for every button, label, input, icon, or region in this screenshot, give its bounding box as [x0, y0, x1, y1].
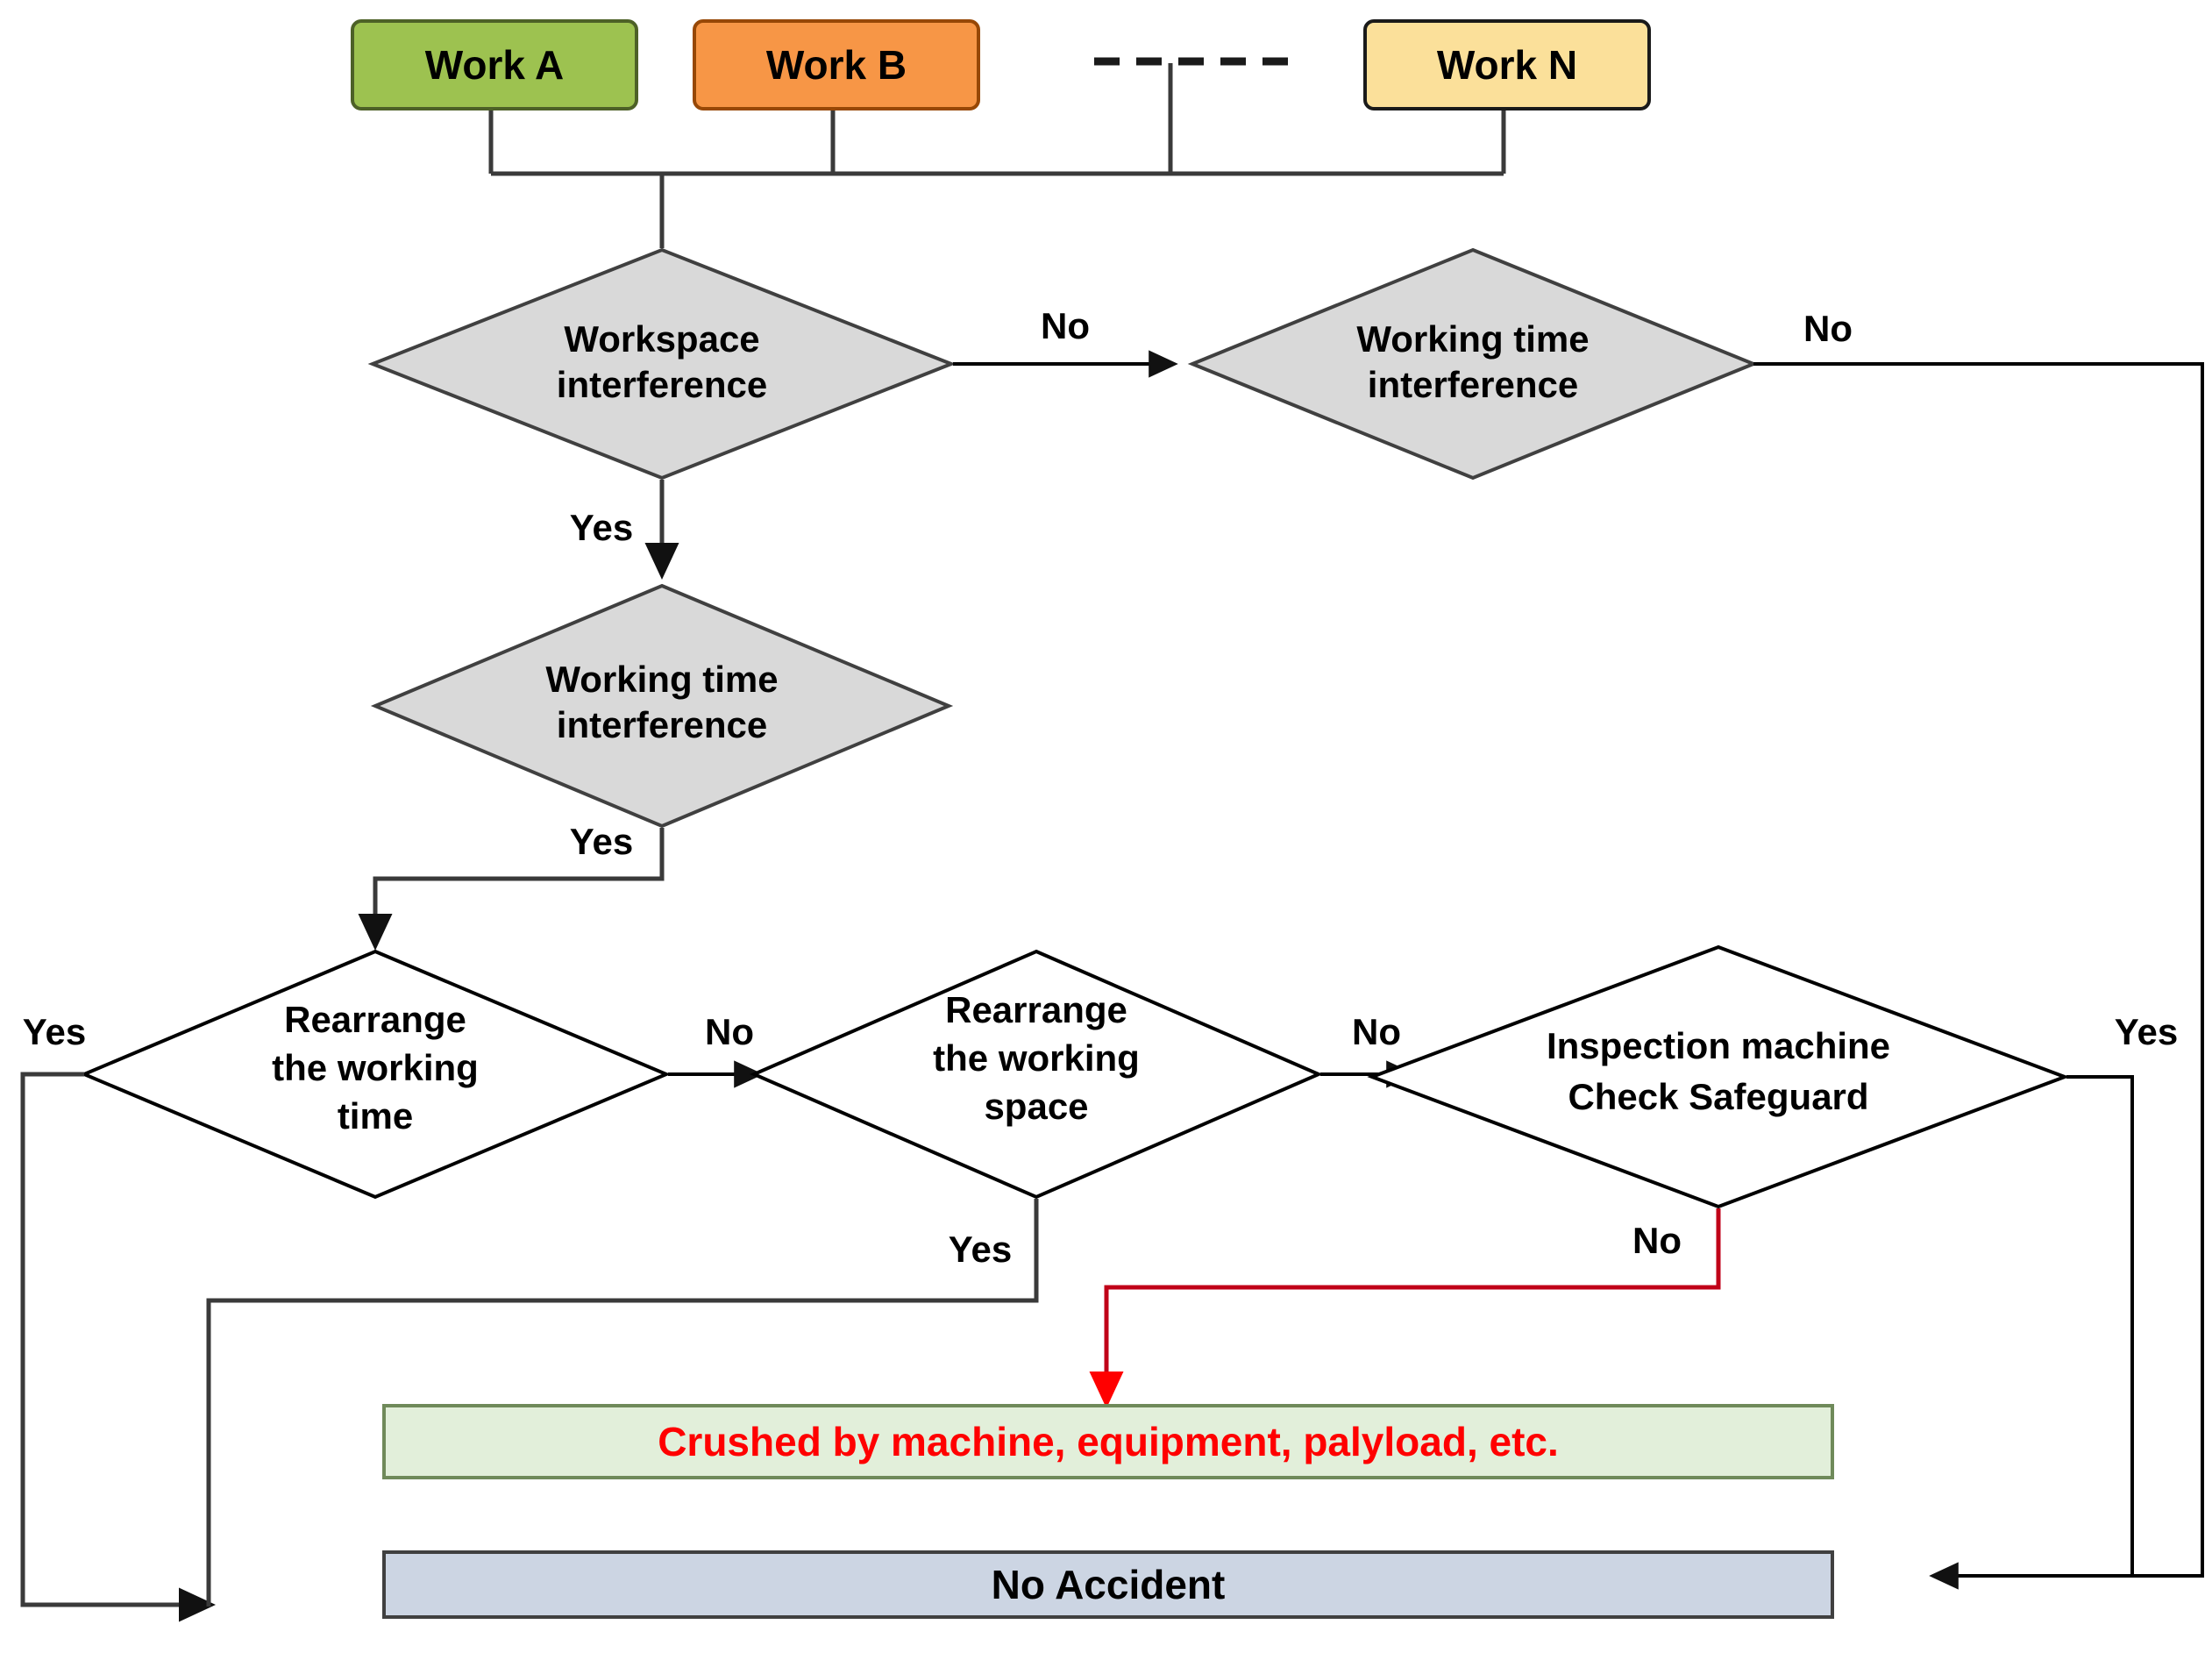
- edge-rearrange-space-yes: [206, 1199, 1039, 1607]
- edge-label-inspection-yes: Yes: [2115, 1011, 2178, 1052]
- decision-rearrange-time-line3: time: [338, 1095, 413, 1136]
- decision-workspace-interference[interactable]: Workspace interference: [367, 247, 957, 481]
- work-bus-connectors: [488, 63, 1506, 248]
- decision-working-time-interference-right[interactable]: Working time interference: [1187, 247, 1759, 481]
- terminal-no-accident-outcome[interactable]: No Accident: [382, 1550, 1834, 1619]
- decision-working-time-right-line1: Working time: [1356, 318, 1589, 360]
- edge-working-time-left-yes: [358, 828, 665, 951]
- decision-rearrange-time-line2: the working: [272, 1047, 479, 1088]
- edge-inspection-yes: [2066, 1075, 2134, 1576]
- edge-label-workspace-no: No: [1041, 305, 1090, 346]
- edge-inspection-no: [1089, 1208, 1721, 1409]
- edge-label-working-time-left-yes: Yes: [570, 821, 633, 862]
- edge-label-rearrange-time-yes: Yes: [23, 1011, 86, 1052]
- decision-working-time-right-line2: interference: [1368, 364, 1578, 405]
- decision-workspace-interference-line2: interference: [557, 364, 767, 405]
- edge-label-working-time-right-no: No: [1803, 308, 1853, 349]
- edge-working-time-right-no: [1753, 362, 2204, 1590]
- work-node-work-b[interactable]: Work B: [693, 19, 980, 110]
- decision-inspection-line1: Inspection machine: [1547, 1025, 1890, 1066]
- decision-working-time-left-line2: interference: [557, 704, 767, 745]
- terminal-crushed-outcome[interactable]: Crushed by machine, equipment, palyload,…: [382, 1404, 1834, 1479]
- edge-label-inspection-no: No: [1632, 1220, 1682, 1261]
- edge-label-rearrange-time-no: No: [705, 1011, 754, 1052]
- decision-rearrange-space-line2: the working: [933, 1037, 1140, 1079]
- work-node-work-b-label: Work B: [765, 42, 907, 88]
- decision-rearrange-space-line1: Rearrange: [945, 989, 1127, 1030]
- work-node-work-a-label: Work A: [424, 42, 565, 88]
- decision-rearrange-time-line1: Rearrange: [284, 999, 466, 1040]
- edge-label-rearrange-space-yes: Yes: [949, 1229, 1012, 1270]
- decision-inspection-line2: Check Safeguard: [1568, 1076, 1868, 1117]
- work-node-work-a[interactable]: Work A: [351, 19, 638, 110]
- work-node-work-n[interactable]: Work N: [1363, 19, 1651, 110]
- decision-inspection-machine-check-safeguard[interactable]: Inspection machine Check Safeguard: [1367, 944, 2070, 1209]
- work-node-work-n-label: Work N: [1436, 42, 1578, 88]
- decision-working-time-interference-left[interactable]: Working time interference: [370, 583, 954, 829]
- terminal-crushed-outcome-label: Crushed by machine, equipment, palyload,…: [658, 1419, 1559, 1464]
- edge-label-workspace-yes: Yes: [570, 507, 633, 548]
- edge-label-rearrange-space-no: No: [1352, 1011, 1401, 1052]
- decision-rearrange-working-space[interactable]: Rearrange the working space: [749, 949, 1324, 1200]
- decision-rearrange-working-time[interactable]: Rearrange the working time: [79, 949, 672, 1200]
- decision-rearrange-space-line3: space: [984, 1086, 1088, 1127]
- decision-working-time-left-line1: Working time: [545, 659, 778, 700]
- decision-workspace-interference-line1: Workspace: [564, 318, 759, 360]
- edge-rearrange-time-yes: [20, 1072, 217, 1622]
- terminal-no-accident-outcome-label: No Accident: [991, 1562, 1226, 1607]
